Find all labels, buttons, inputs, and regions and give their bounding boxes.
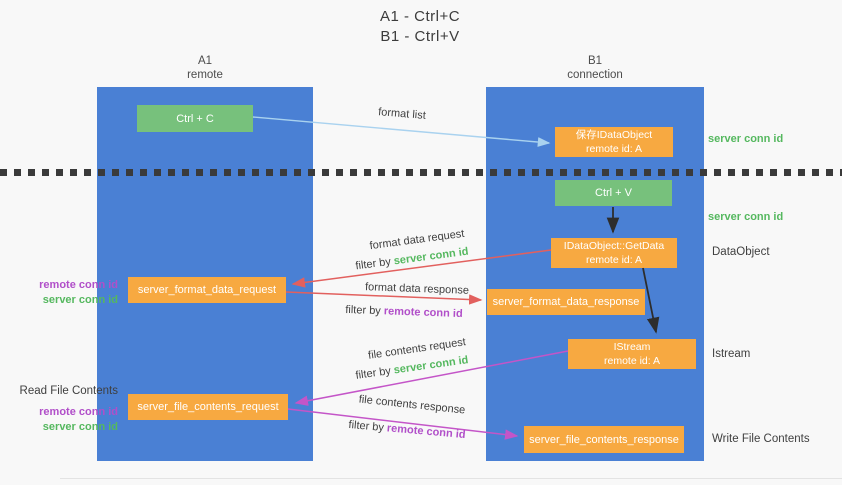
write-file-label: Write File Contents (712, 433, 810, 445)
filter-by-text: filter by (354, 255, 395, 273)
bottom-edge-line (60, 478, 842, 479)
remote-conn-id-filter-1: remote conn id (383, 305, 463, 321)
format-response-node: server_format_data_response (487, 289, 645, 315)
server-conn-id-left-2: server conn id (42, 421, 118, 433)
server-conn-id-left-1: server conn id (42, 294, 118, 306)
file-response-node: server_file_contents_response (524, 426, 684, 453)
format-data-response-label: format data response (364, 281, 470, 297)
istream-node: IStream remote id: A (568, 339, 696, 369)
filter-by-text: filter by (348, 418, 388, 435)
column-b-subtitle: connection (567, 69, 623, 81)
filter-by-text: filter by (354, 364, 395, 382)
format-request-label: server_format_data_request (137, 284, 277, 296)
save-dataobject-line1: 保存IDataObject (575, 129, 653, 141)
ctrl-v-node: Ctrl + V (555, 180, 672, 206)
filter-by-text: filter by (345, 303, 385, 318)
file-contents-response-label: file contents response (358, 393, 466, 417)
left-ids-1: remote conn id server conn id (0, 278, 118, 308)
read-file-label: Read File Contents (19, 385, 118, 397)
remote-conn-id-left-2: remote conn id (39, 406, 118, 418)
title-line-2: B1 - Ctrl+V (380, 28, 460, 45)
istream-label: Istream (712, 348, 751, 360)
ctrl-v-label: Ctrl + V (595, 187, 632, 199)
istream-line1: IStream (613, 341, 651, 353)
getdata-node: IDataObject::GetData remote id: A (551, 238, 677, 268)
remote-conn-id-left-1: remote conn id (39, 279, 118, 291)
column-a-subtitle: remote (187, 69, 223, 81)
format-response-label: server_format_data_response (492, 296, 640, 308)
save-dataobject-line2: remote id: A (585, 143, 643, 155)
remote-conn-id-filter-2: remote conn id (386, 422, 466, 442)
file-request-label: server_file_contents_request (137, 401, 279, 413)
session-divider (0, 169, 842, 176)
getdata-line1: IDataObject::GetData (563, 240, 665, 252)
save-dataobject-node: 保存IDataObject remote id: A (555, 127, 673, 157)
ctrl-c-node: Ctrl + C (137, 105, 253, 132)
format-request-node: server_format_data_request (128, 277, 286, 303)
column-b-header: B1 connection (486, 54, 704, 82)
server-conn-id-filter-1: server conn id (393, 245, 470, 268)
filter-remote-1: filter by remote conn id (339, 304, 469, 321)
server-conn-id-right-1: server conn id (708, 133, 784, 145)
file-response-label: server_file_contents_response (529, 433, 679, 446)
server-conn-id-filter-2: server conn id (392, 354, 470, 377)
istream-line2: remote id: A (603, 355, 661, 367)
dataobject-label: DataObject (712, 246, 770, 258)
filter-remote-2: filter by remote conn id (342, 418, 473, 441)
ctrl-c-label: Ctrl + C (176, 112, 214, 125)
column-b-name: B1 (587, 55, 603, 67)
column-a-header: A1 remote (97, 54, 313, 82)
server-conn-id-right-2: server conn id (708, 211, 784, 223)
diagram-title: A1 - Ctrl+C B1 - Ctrl+V (300, 7, 540, 47)
file-request-node: server_file_contents_request (128, 394, 288, 420)
format-list-label: format list (377, 106, 427, 122)
column-a-name: A1 (197, 55, 213, 67)
left-ids-2: remote conn id server conn id (0, 405, 118, 435)
getdata-line2: remote id: A (585, 254, 643, 266)
title-line-1: A1 - Ctrl+C (379, 8, 461, 25)
